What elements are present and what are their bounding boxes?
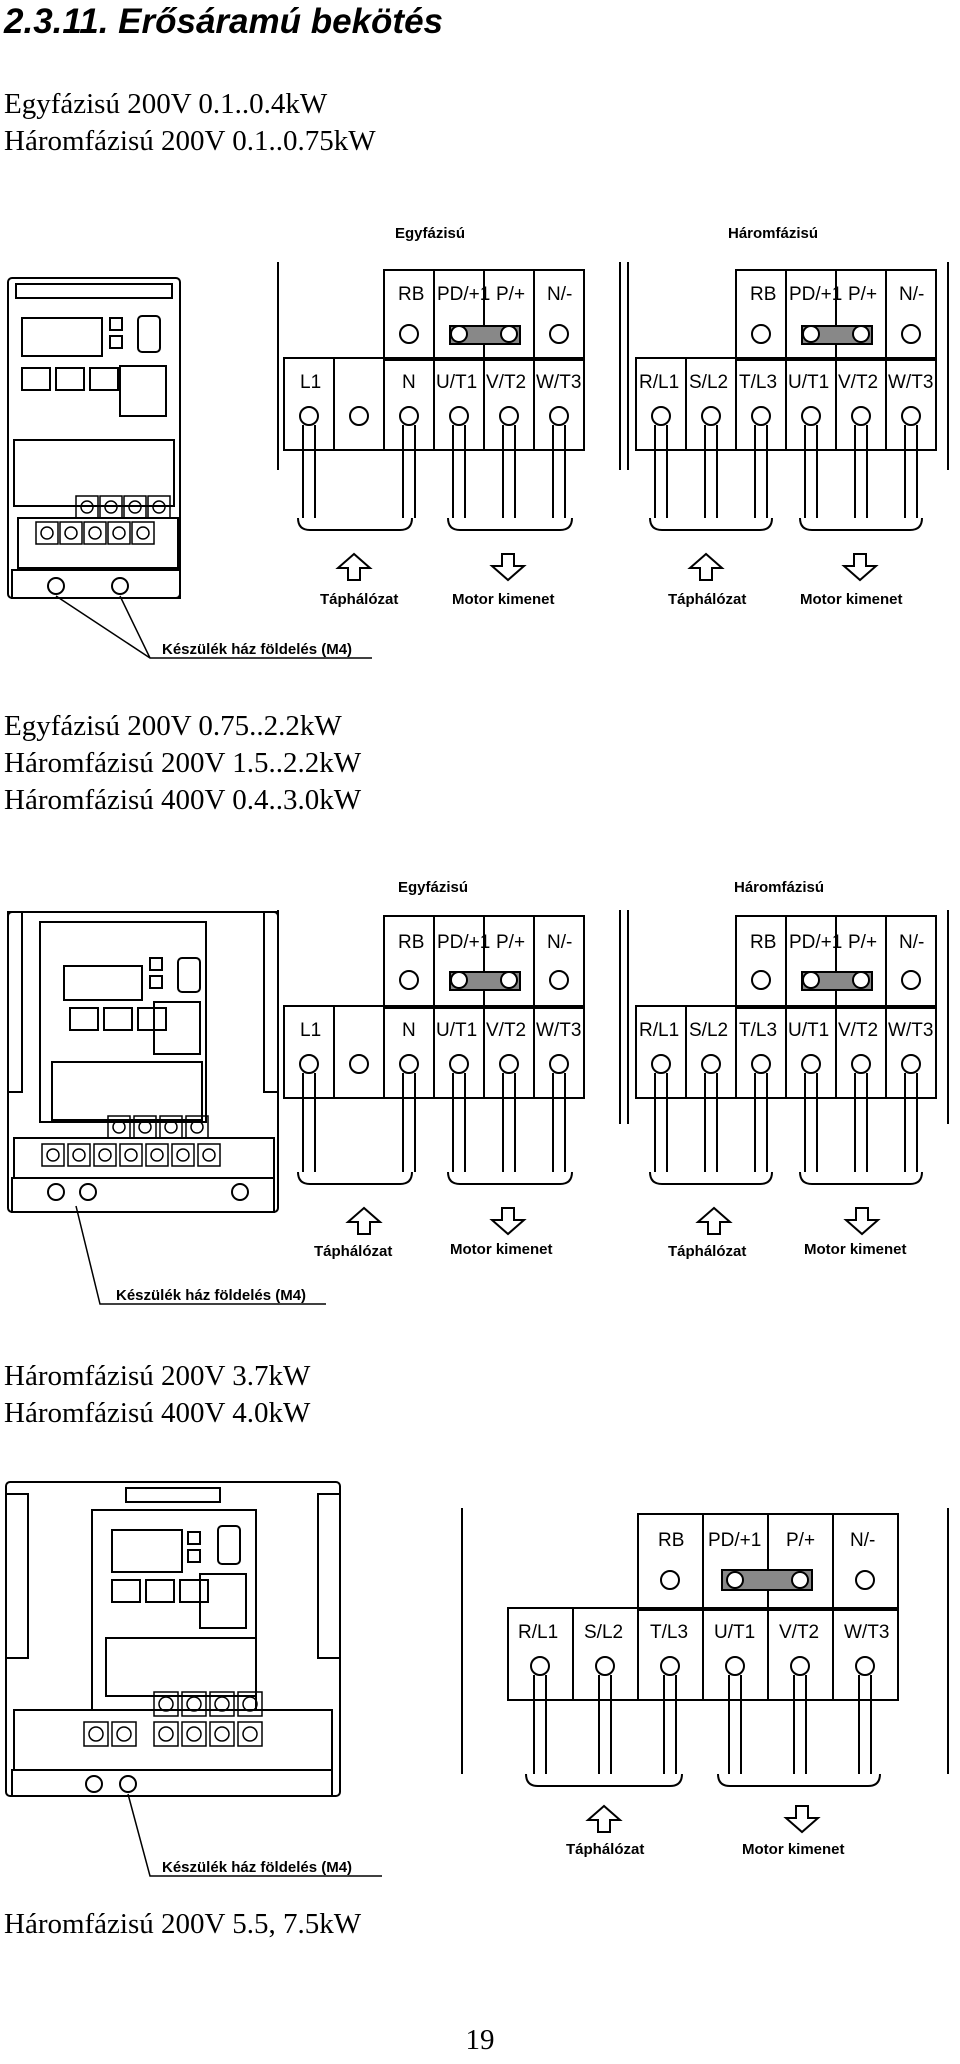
terminal-label: R/L1 bbox=[518, 1622, 558, 1643]
terminal-label: W/T3 bbox=[888, 372, 933, 393]
mains-label: Táphálózat bbox=[314, 1243, 392, 1260]
three-phase-block bbox=[627, 262, 949, 531]
single-phase-block bbox=[277, 910, 621, 1185]
terminal-label: W/T3 bbox=[536, 1020, 581, 1041]
terminal-label: V/T2 bbox=[486, 372, 526, 393]
terminal-label: W/T3 bbox=[536, 372, 581, 393]
inverter-drawing bbox=[7, 911, 279, 1213]
terminal-label: PD/+1 bbox=[708, 1530, 761, 1551]
section1-text: Egyfázisú 200V 0.1..0.4kW Háromfázisú 20… bbox=[4, 86, 376, 160]
terminal-label: V/T2 bbox=[779, 1622, 819, 1643]
terminal-label: RB bbox=[398, 932, 424, 953]
mains-label: Táphálózat bbox=[668, 1243, 746, 1260]
terminal-label: W/T3 bbox=[888, 1020, 933, 1041]
screw-terminals bbox=[83, 1691, 263, 1747]
terminal-label: P/+ bbox=[496, 284, 525, 305]
three-phase-label: Háromfázisú bbox=[728, 225, 818, 242]
terminal-label: R/L1 bbox=[639, 372, 679, 393]
motor-output-label: Motor kimenet bbox=[800, 591, 903, 608]
terminal-label: P/+ bbox=[848, 932, 877, 953]
ground-label: Készülék ház földelés (M4) bbox=[116, 1287, 306, 1304]
text-line: Egyfázisú 200V 0.1..0.4kW bbox=[4, 88, 328, 120]
screw-terminals bbox=[35, 495, 171, 545]
single-phase-label: Egyfázisú bbox=[395, 225, 465, 242]
text-line: Háromfázisú 200V 1.5..2.2kW bbox=[4, 747, 362, 779]
terminal-label: L1 bbox=[300, 372, 321, 393]
terminal-label: PD/+1 bbox=[789, 284, 842, 305]
terminal-label: W/T3 bbox=[844, 1622, 889, 1643]
inverter-drawing bbox=[7, 277, 181, 599]
arrow-icons bbox=[345, 1206, 881, 1236]
wiring-diagram-1: Egyfázisú RB PD/+1 P/+ N/- L1 N U/T1 V/T… bbox=[7, 225, 949, 659]
arrow-icons bbox=[585, 1804, 821, 1834]
single-phase-block bbox=[277, 262, 621, 531]
text-line: Háromfázisú 400V 0.4..3.0kW bbox=[4, 784, 362, 816]
terminal-label: PD/+1 bbox=[437, 284, 490, 305]
terminal-label: S/L2 bbox=[689, 1020, 728, 1041]
text-line: Háromfázisú 200V 0.1..0.75kW bbox=[4, 125, 376, 157]
terminal-label: R/L1 bbox=[639, 1020, 679, 1041]
terminal-label: RB bbox=[750, 932, 776, 953]
motor-output-label: Motor kimenet bbox=[742, 1841, 845, 1858]
motor-output-label: Motor kimenet bbox=[804, 1241, 907, 1258]
terminal-label: U/T1 bbox=[436, 372, 477, 393]
terminal-label: S/L2 bbox=[584, 1622, 623, 1643]
terminal-label: T/L3 bbox=[739, 372, 777, 393]
terminal-label: N bbox=[402, 1020, 416, 1041]
text-line: Háromfázisú 400V 4.0kW bbox=[4, 1397, 311, 1429]
terminal-label: U/T1 bbox=[788, 1020, 829, 1041]
terminal-label: RB bbox=[750, 284, 776, 305]
terminal-label: V/T2 bbox=[486, 1020, 526, 1041]
terminal-label: U/T1 bbox=[788, 372, 829, 393]
three-phase-label: Háromfázisú bbox=[734, 879, 824, 896]
mains-label: Táphálózat bbox=[566, 1841, 644, 1858]
terminal-label: L1 bbox=[300, 1020, 321, 1041]
inverter-drawing bbox=[5, 1481, 341, 1797]
ground-label: Készülék ház földelés (M4) bbox=[162, 1859, 352, 1876]
text-line: Háromfázisú 200V 3.7kW bbox=[4, 1360, 311, 1392]
three-phase-block bbox=[627, 910, 949, 1185]
text-line: Egyfázisú 200V 0.75..2.2kW bbox=[4, 710, 342, 742]
section-heading: 2.3.11. Erősáramú bekötés bbox=[4, 2, 444, 41]
page-number: 19 bbox=[465, 2024, 495, 2056]
terminal-label: N/- bbox=[850, 1530, 875, 1551]
motor-output-label: Motor kimenet bbox=[450, 1241, 553, 1258]
terminal-label: U/T1 bbox=[436, 1020, 477, 1041]
terminal-label: PD/+1 bbox=[789, 932, 842, 953]
section4-text: Háromfázisú 200V 5.5, 7.5kW bbox=[4, 1906, 361, 1943]
terminal-label: N/- bbox=[547, 284, 572, 305]
terminal-label: U/T1 bbox=[714, 1622, 755, 1643]
terminal-label: RB bbox=[398, 284, 424, 305]
terminal-label: S/L2 bbox=[689, 372, 728, 393]
single-phase-label: Egyfázisú bbox=[398, 879, 468, 896]
terminal-label: N bbox=[402, 372, 416, 393]
mains-label: Táphálózat bbox=[668, 591, 746, 608]
terminal-label: P/+ bbox=[496, 932, 525, 953]
terminal-label: PD/+1 bbox=[437, 932, 490, 953]
ground-label: Készülék ház földelés (M4) bbox=[162, 641, 352, 658]
wiring-diagram-2: Egyfázisú RB PD/+1 P/+ N/- L1 N U/T1 V/T… bbox=[7, 879, 949, 1305]
terminal-label: T/L3 bbox=[650, 1622, 688, 1643]
section3-text: Háromfázisú 200V 3.7kW Háromfázisú 400V … bbox=[4, 1358, 310, 1432]
section2-text: Egyfázisú 200V 0.75..2.2kW Háromfázisú 2… bbox=[4, 708, 361, 819]
terminal-label: N/- bbox=[547, 932, 572, 953]
terminal-label: RB bbox=[658, 1530, 684, 1551]
terminal-label: P/+ bbox=[848, 284, 877, 305]
terminal-label: N/- bbox=[899, 284, 924, 305]
mains-label: Táphálózat bbox=[320, 591, 398, 608]
terminal-label: V/T2 bbox=[838, 1020, 878, 1041]
terminal-label: T/L3 bbox=[739, 1020, 777, 1041]
motor-output-label: Motor kimenet bbox=[452, 591, 555, 608]
terminal-label: P/+ bbox=[786, 1530, 815, 1551]
terminal-label: N/- bbox=[899, 932, 924, 953]
screw-terminals bbox=[41, 1115, 221, 1167]
wiring-diagram-3: RB PD/+1 P/+ N/- R/L1 S/L2 T/L3 U/T1 V/T… bbox=[5, 1481, 949, 1877]
three-phase-block bbox=[461, 1508, 949, 1787]
terminal-label: V/T2 bbox=[838, 372, 878, 393]
arrow-icons bbox=[335, 552, 879, 582]
text-line: Háromfázisú 200V 5.5, 7.5kW bbox=[4, 1908, 362, 1940]
